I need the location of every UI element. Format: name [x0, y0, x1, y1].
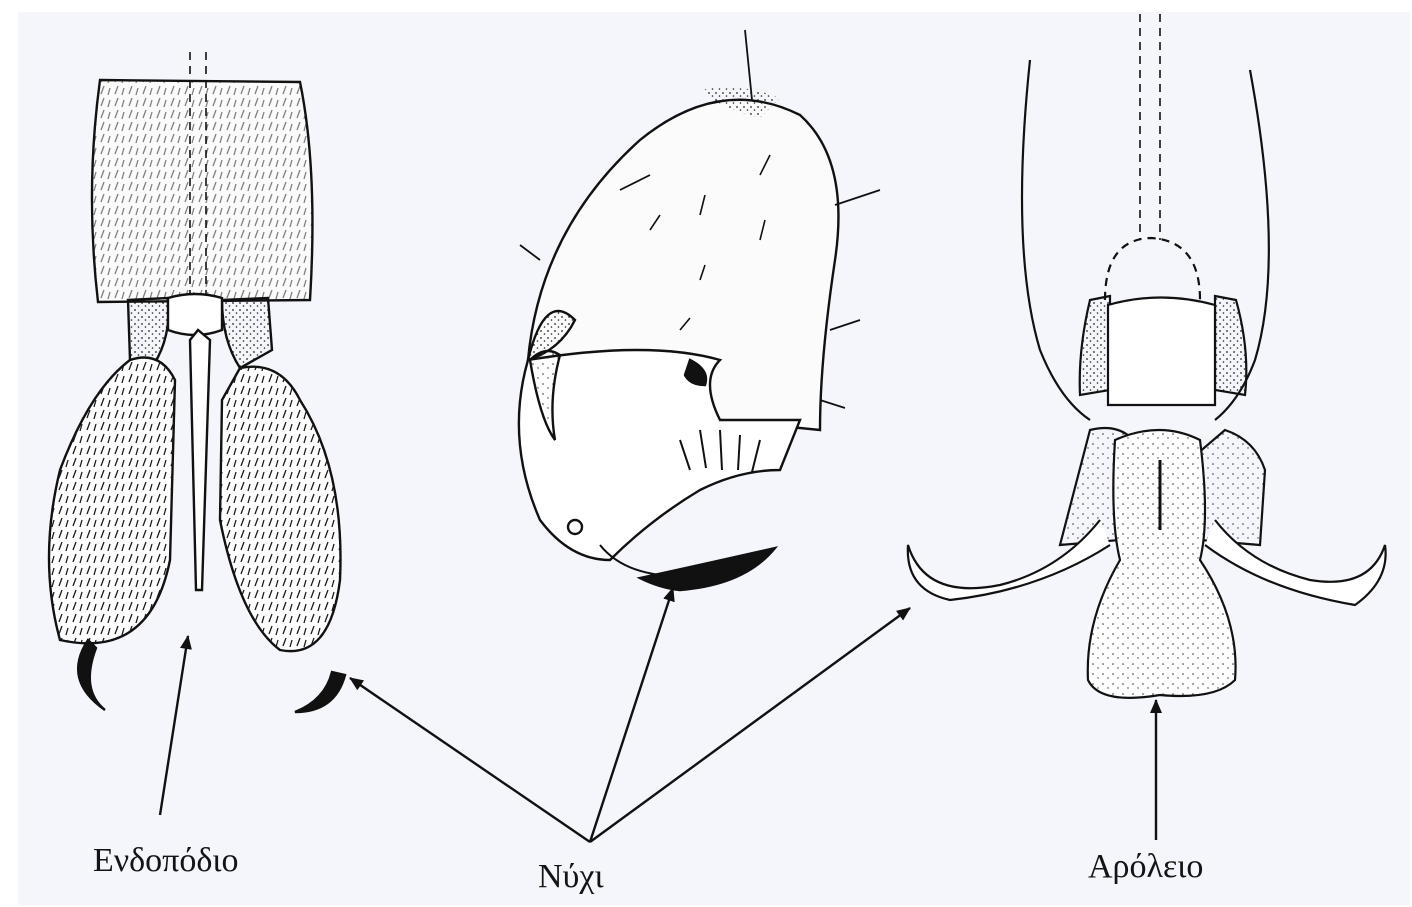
label-aroleio: Αρόλειο — [1088, 848, 1203, 886]
label-nychi: Νύχι — [538, 858, 604, 896]
label-endopodio: Ενδοπόδιο — [93, 842, 239, 880]
